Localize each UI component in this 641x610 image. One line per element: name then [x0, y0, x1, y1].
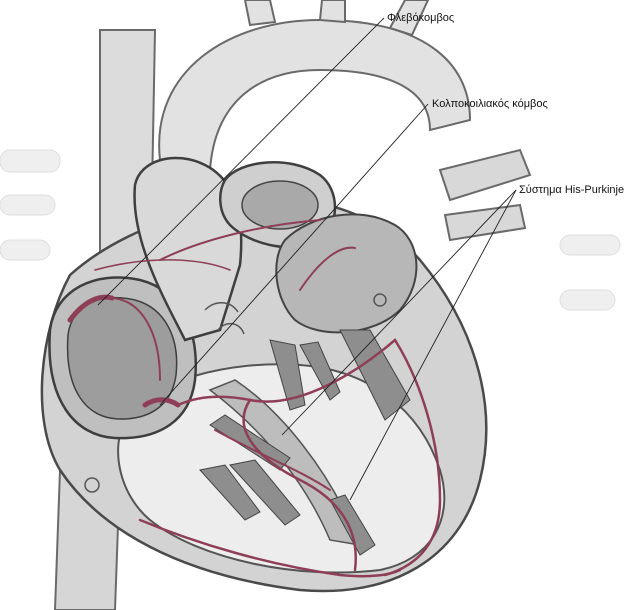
label-his-purkinje-system: Σύστημα His-Purkinje	[519, 184, 624, 196]
label-atrioventricular-node: Κολποκοιλιακός κόμβος	[432, 98, 548, 110]
label-sinoatrial-node: Φλεβόκομβος	[387, 12, 454, 24]
left-atrium	[276, 214, 416, 332]
